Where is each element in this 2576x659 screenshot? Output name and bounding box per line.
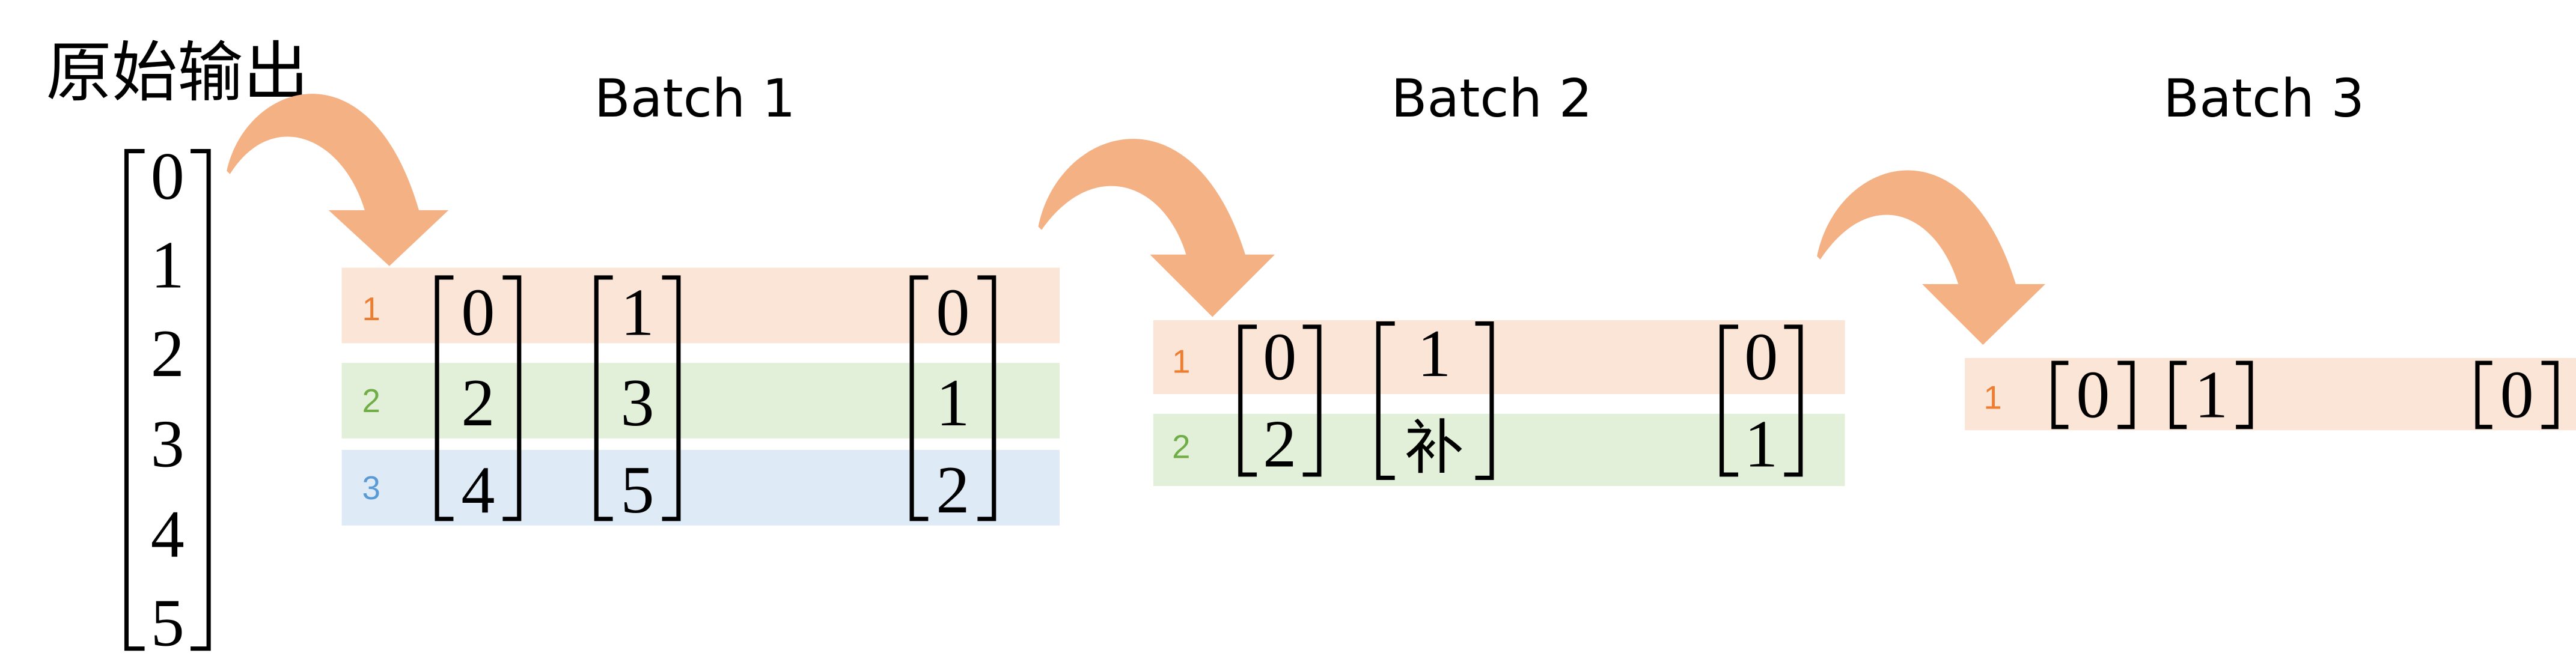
right-bracket: [1784, 324, 1803, 477]
right-bracket: [662, 275, 681, 521]
curved-arrow-1: [227, 94, 449, 266]
matrix-value: 0: [2500, 357, 2534, 432]
left-bracket: [2475, 360, 2492, 430]
source-label: 原始输出: [46, 35, 309, 111]
source-value: 0: [151, 139, 185, 214]
left-bracket: [2170, 360, 2187, 430]
left-bracket: [435, 275, 454, 521]
source-value: 1: [151, 228, 185, 302]
source-value: 4: [151, 497, 185, 572]
curved-arrow-3: [1817, 170, 2046, 345]
matrix-value: 0: [1263, 320, 1296, 394]
matrix-value: 5: [621, 453, 655, 527]
batch-2: Batch 2 1 2 0 2 1 补 0 1: [1153, 68, 1845, 487]
row-band-1: [341, 267, 1060, 344]
matrix-value: 1: [621, 276, 655, 350]
left-bracket: [1238, 324, 1257, 477]
source-value: 3: [151, 407, 185, 481]
batch-1: Batch 1 1 2 3 0 2 4 1 3 5 0 1 2: [341, 68, 1060, 527]
matrix-value: 2: [1263, 407, 1296, 481]
curved-arrow-2: [1038, 139, 1275, 317]
matrix-value: 3: [621, 366, 655, 440]
row-band-2: [1153, 413, 1845, 487]
row-band-1: [1153, 320, 1845, 395]
row-number-1: 1: [1172, 344, 1190, 380]
matrix-value: 2: [461, 366, 495, 440]
right-bracket: [2117, 360, 2135, 430]
row-number-1: 1: [1983, 380, 2001, 416]
left-bracket: [2051, 360, 2069, 430]
matrix-value: 0: [2076, 357, 2110, 432]
right-bracket: [2541, 360, 2559, 430]
right-bracket: [2236, 360, 2253, 430]
matrix-value: 2: [936, 453, 969, 527]
batch-title: Batch 1: [594, 68, 796, 129]
matrix-value: 0: [936, 276, 969, 350]
row-band-2: [341, 363, 1060, 439]
matrix-value: 0: [1744, 320, 1778, 394]
matrix-value: 1: [2194, 357, 2228, 432]
row-band-3: [341, 449, 1060, 526]
left-bracket: [594, 275, 613, 521]
row-number-1: 1: [362, 291, 380, 327]
batch-title: Batch 3: [2163, 68, 2364, 129]
row-number-2: 2: [1172, 429, 1190, 466]
matrix-value: 1: [1417, 317, 1451, 391]
matrix-value: 4: [461, 453, 495, 527]
source-value: 2: [151, 317, 185, 391]
row-number-3: 3: [362, 470, 380, 506]
matrix-padding-value: 补: [1405, 414, 1463, 482]
right-bracket: [1475, 321, 1494, 481]
matrix-value: 1: [1744, 407, 1778, 481]
source-right-bracket: [191, 148, 211, 651]
left-bracket: [1376, 321, 1395, 481]
right-bracket: [1302, 324, 1322, 477]
left-bracket: [909, 275, 929, 521]
row-number-2: 2: [362, 383, 380, 419]
batch-3: Batch 3 1 0 1 0: [1965, 68, 2576, 432]
right-bracket: [977, 275, 997, 521]
right-bracket: [502, 275, 522, 521]
source-value: 5: [151, 586, 185, 659]
matrix-value: 0: [461, 276, 495, 350]
matrix-value: 1: [936, 366, 969, 440]
row-band-1: [1965, 357, 2576, 431]
source-output: 原始输出 0 1 2 3 4 5: [46, 35, 309, 659]
left-bracket: [1720, 324, 1738, 477]
batch-title: Batch 2: [1391, 68, 1593, 129]
source-left-bracket: [124, 148, 145, 651]
